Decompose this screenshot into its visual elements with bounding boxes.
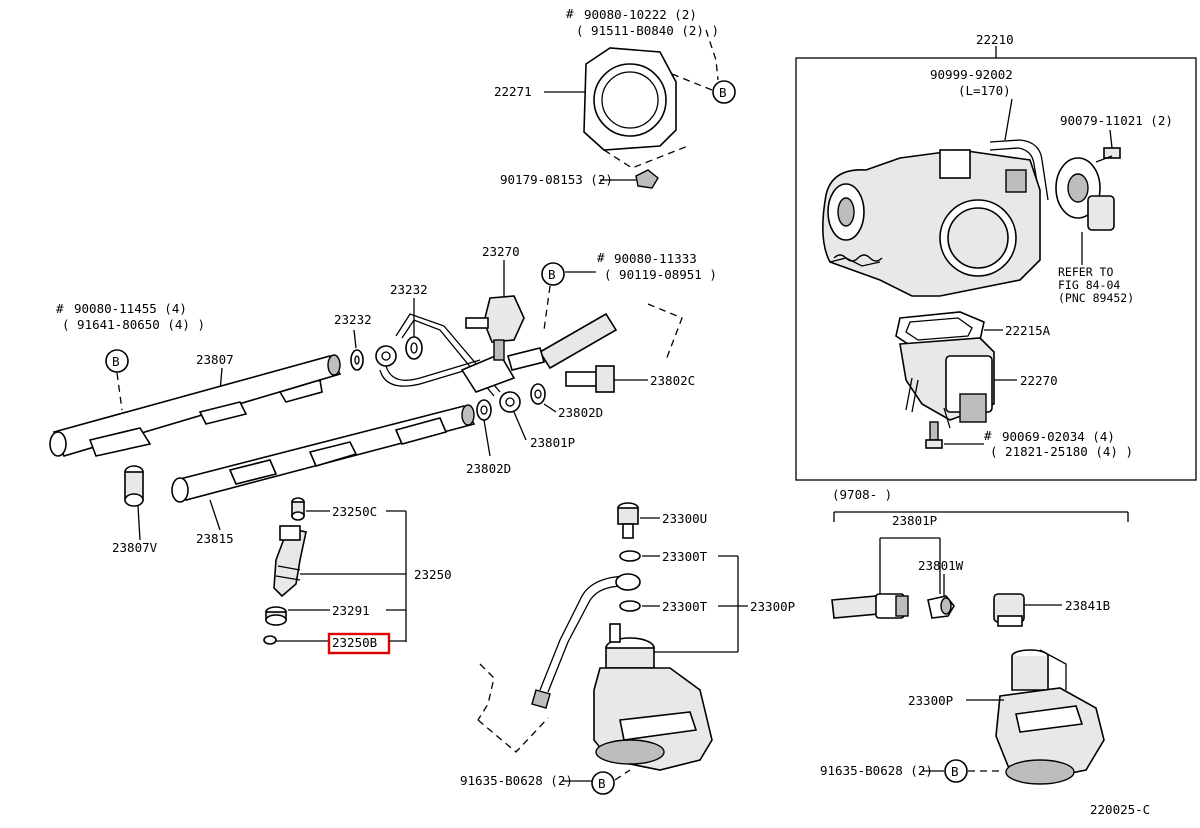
throttle-sensor-shape [1055,157,1115,231]
fuel-delivery-group: # 90080-11455 (4) ( 91641-80650 (4) ) B … [49,244,717,555]
marker-b-letter-right: B [951,764,959,779]
screw-90079-shape [1103,147,1121,159]
label-23250[interactable]: 23250 [414,567,452,582]
label-91511-b0840[interactable]: ( 91511-B0840 (2) ) [576,23,719,38]
label-23802c[interactable]: 23802C [650,373,695,388]
label-23801p-a[interactable]: 23801P [530,435,575,450]
o-ring-23250b-shape [263,635,277,645]
label-90069-02034[interactable]: 90069-02034 (4) [1002,429,1115,444]
marker-b-circle-mid [541,262,565,286]
highlight-box-23250b [327,632,391,655]
label-23232-a[interactable]: 23232 [390,282,428,297]
pulsation-damper-shape [593,623,713,771]
marker-b-circle-right [944,759,968,783]
diagram-id: 220025-C [1090,802,1150,817]
later-model-group: (9708- ) 23801P 23801W 23841B [820,487,1129,785]
nut-90179-shape [635,169,659,189]
hose-shape [989,139,1049,201]
label-23807[interactable]: 23807 [196,352,234,367]
clip-23841b-shape [993,593,1025,627]
insulator-23250c-shape [291,497,305,521]
damper-center-group: 23300U 23300T 23300T 23300P 91635-B0628 … [460,502,795,795]
label-22271[interactable]: 22271 [494,84,532,99]
fuel-line-connector-shape [831,593,909,619]
label-l-170: (L=170) [958,83,1011,98]
injector-23250-shape [273,525,307,598]
screw-90069-shape [925,421,943,449]
label-23815[interactable]: 23815 [196,531,234,546]
hash-mark-90069: # [984,428,992,443]
isc-valve-22270-shape [899,337,995,429]
regulator-23270-shape [465,295,525,361]
grommet-23291-shape [265,606,287,626]
label-21821-25180[interactable]: ( 21821-25180 (4) ) [990,444,1133,459]
gasket-23300t-lower-shape [619,600,641,612]
label-91635-b0628-a[interactable]: 91635-B0628 (2) [460,773,573,788]
label-23300p-b[interactable]: 23300P [908,693,953,708]
label-90119-08951[interactable]: ( 90119-08951 ) [604,267,717,282]
label-pnc-89452: (PNC 89452) [1058,291,1134,305]
gasket-23300t-upper-shape [619,550,641,562]
marker-b-circle-left [105,349,129,373]
label-90999-92002[interactable]: 90999-92002 [930,67,1013,82]
marker-b-letter-mid: B [548,267,556,282]
hash-mark-90080-10222: # [566,6,574,21]
injector-group: 23250C 23250 23291 23250B [263,497,452,655]
label-22215a[interactable]: 22215A [1005,323,1051,338]
gasket-23802d-left-shape [476,399,492,421]
label-23801w[interactable]: 23801W [918,558,964,573]
throttle-body-shape [822,149,1041,297]
label-23841b[interactable]: 23841B [1065,598,1110,613]
marker-b-letter-left: B [112,354,120,369]
hash-mark-90080-11455: # [56,301,64,316]
label-fig-84-04[interactable]: FIG 84-04 [1058,278,1120,292]
washer-23232-right-shape [405,336,423,360]
label-90080-11455[interactable]: 90080-11455 (4) [74,301,187,316]
retainer-23801w-shape [927,595,955,619]
gasket-23802d-right-shape [530,383,546,405]
label-91635-b0628-b[interactable]: 91635-B0628 (2) [820,763,933,778]
label-23300p-a[interactable]: 23300P [750,599,795,614]
union-bolt-23300u-shape [617,502,639,539]
label-23250c[interactable]: 23250C [332,504,377,519]
delivery-pipe-23807-shape [49,354,342,457]
label-90080-11333[interactable]: 90080-11333 [614,251,697,266]
marker-b-letter: B [719,85,727,100]
label-refer-to: REFER TO [1058,265,1113,279]
hash-mark-90080-11333: # [597,250,605,265]
marker-b-letter-bottom: B [598,776,606,791]
label-23801p-b[interactable]: 23801P [892,513,937,528]
label-23802d-a[interactable]: 23802D [558,405,603,420]
spacer-23807v-shape [124,465,144,507]
label-90080-10222[interactable]: 90080-10222 (2) [584,7,697,22]
fuel-pipe-loop-shape [375,313,521,413]
label-9708: (9708- ) [832,487,892,502]
delivery-pipe-23815-shape [171,404,476,503]
gasket-22271-group: # 90080-10222 (2) ( 91511-B0840 (2) ) B … [494,6,736,189]
union-bolt-23802c-shape [565,365,615,393]
label-23300u[interactable]: 23300U [662,511,707,526]
washer-23232-left-shape [350,349,364,371]
label-90179-08153[interactable]: 90179-08153 (2) [500,172,613,187]
marker-b-circle-bottom [591,771,615,795]
label-90079-11021[interactable]: 90079-11021 (2) [1060,113,1173,128]
fuel-hose-shape [507,312,618,371]
label-23300t-b[interactable]: 23300T [662,599,708,614]
marker-b-circle [712,80,736,104]
label-22210[interactable]: 22210 [976,32,1014,47]
label-23232-b[interactable]: 23232 [334,312,372,327]
label-23291[interactable]: 23291 [332,603,370,618]
throttle-body-assembly-group: 22210 90999-92002 (L=170) 90079-11021 (2… [795,32,1197,481]
label-23300t-a[interactable]: 23300T [662,549,708,564]
label-22270[interactable]: 22270 [1020,373,1058,388]
pulsation-damper-right-shape [995,649,1105,785]
label-23807v[interactable]: 23807V [112,540,158,555]
label-23802d-b[interactable]: 23802D [466,461,511,476]
label-23250b[interactable]: 23250B [332,635,377,650]
label-23270[interactable]: 23270 [482,244,520,259]
label-91641-80650[interactable]: ( 91641-80650 (4) ) [62,317,205,332]
